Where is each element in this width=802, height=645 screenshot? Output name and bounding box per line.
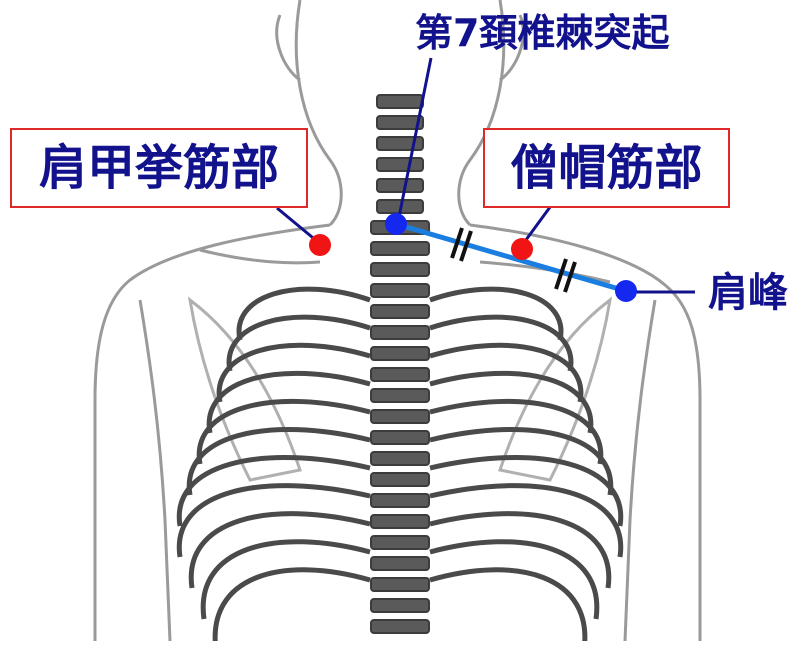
c7-label: 第7頚椎棘突起 [415, 14, 669, 52]
trapezius-label: 僧帽筋部 [510, 144, 702, 192]
trapezius-midpoint [511, 238, 533, 260]
vertebra [371, 389, 429, 402]
trapezius-label-box: 僧帽筋部 [483, 128, 730, 208]
levator-scapulae-label-box: 肩甲挙筋部 [10, 128, 308, 208]
vertebra [371, 578, 429, 591]
rib [191, 514, 370, 588]
rib [430, 289, 561, 340]
vertebra [371, 347, 429, 360]
rib [430, 514, 609, 588]
vertebra [371, 263, 429, 276]
acromion-point [615, 280, 637, 302]
vertebra [371, 368, 429, 381]
vertebra [371, 305, 429, 318]
vertebra [371, 242, 429, 255]
c7-spinous-process-point [385, 213, 407, 235]
vertebra [371, 536, 429, 549]
vertebra [371, 326, 429, 339]
vertebra [377, 95, 423, 108]
vertebra [377, 158, 423, 171]
vertebra [371, 515, 429, 528]
rib [239, 289, 370, 340]
levator-scapulae-label: 肩甲挙筋部 [39, 144, 279, 192]
rib [203, 542, 370, 619]
vertebra [371, 431, 429, 444]
leader-line-levator [277, 208, 318, 242]
spine [371, 95, 429, 633]
vertebra [377, 179, 423, 192]
vertebra [371, 284, 429, 297]
vertebra [371, 410, 429, 423]
vertebra [371, 494, 429, 507]
rib [430, 570, 585, 641]
vertebra [371, 599, 429, 612]
vertebra [371, 473, 429, 486]
c7-to-acromion-line [396, 224, 626, 291]
levator-scapulae-point [309, 234, 331, 256]
rib [215, 570, 370, 641]
rib [430, 542, 597, 619]
vertebra [371, 620, 429, 633]
vertebra [371, 557, 429, 570]
acromion-label: 肩峰 [708, 273, 788, 313]
vertebra [371, 452, 429, 465]
